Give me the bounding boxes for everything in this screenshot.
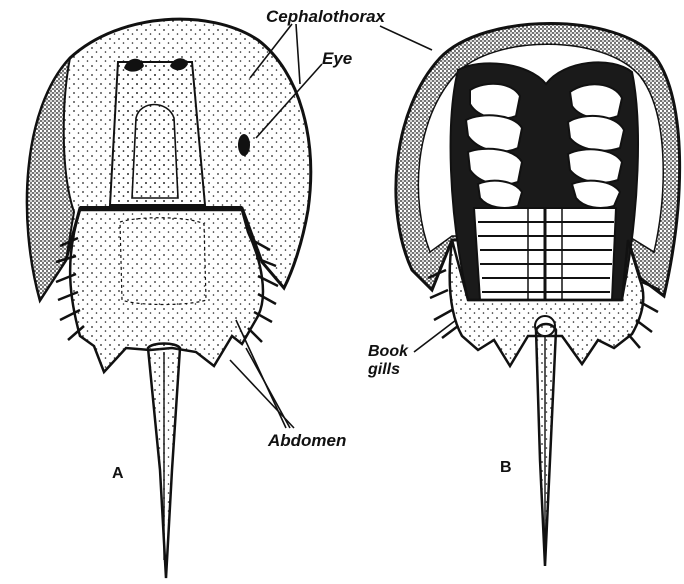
label-gills: gills xyxy=(367,361,400,378)
panel-label-b: B xyxy=(500,459,512,476)
label-book: Book xyxy=(368,343,409,360)
label-abdomen: Abdomen xyxy=(267,431,346,450)
telson-ventral xyxy=(536,324,556,566)
ventral-view xyxy=(396,24,680,567)
label-cephalothorax: Cephalothorax xyxy=(266,7,387,26)
label-eye: Eye xyxy=(322,49,352,68)
panel-label-a: A xyxy=(112,465,124,482)
dorsal-view xyxy=(27,19,311,578)
lateral-eye xyxy=(238,134,250,156)
book-gill-plates xyxy=(474,208,616,300)
median-ridge xyxy=(110,62,205,205)
